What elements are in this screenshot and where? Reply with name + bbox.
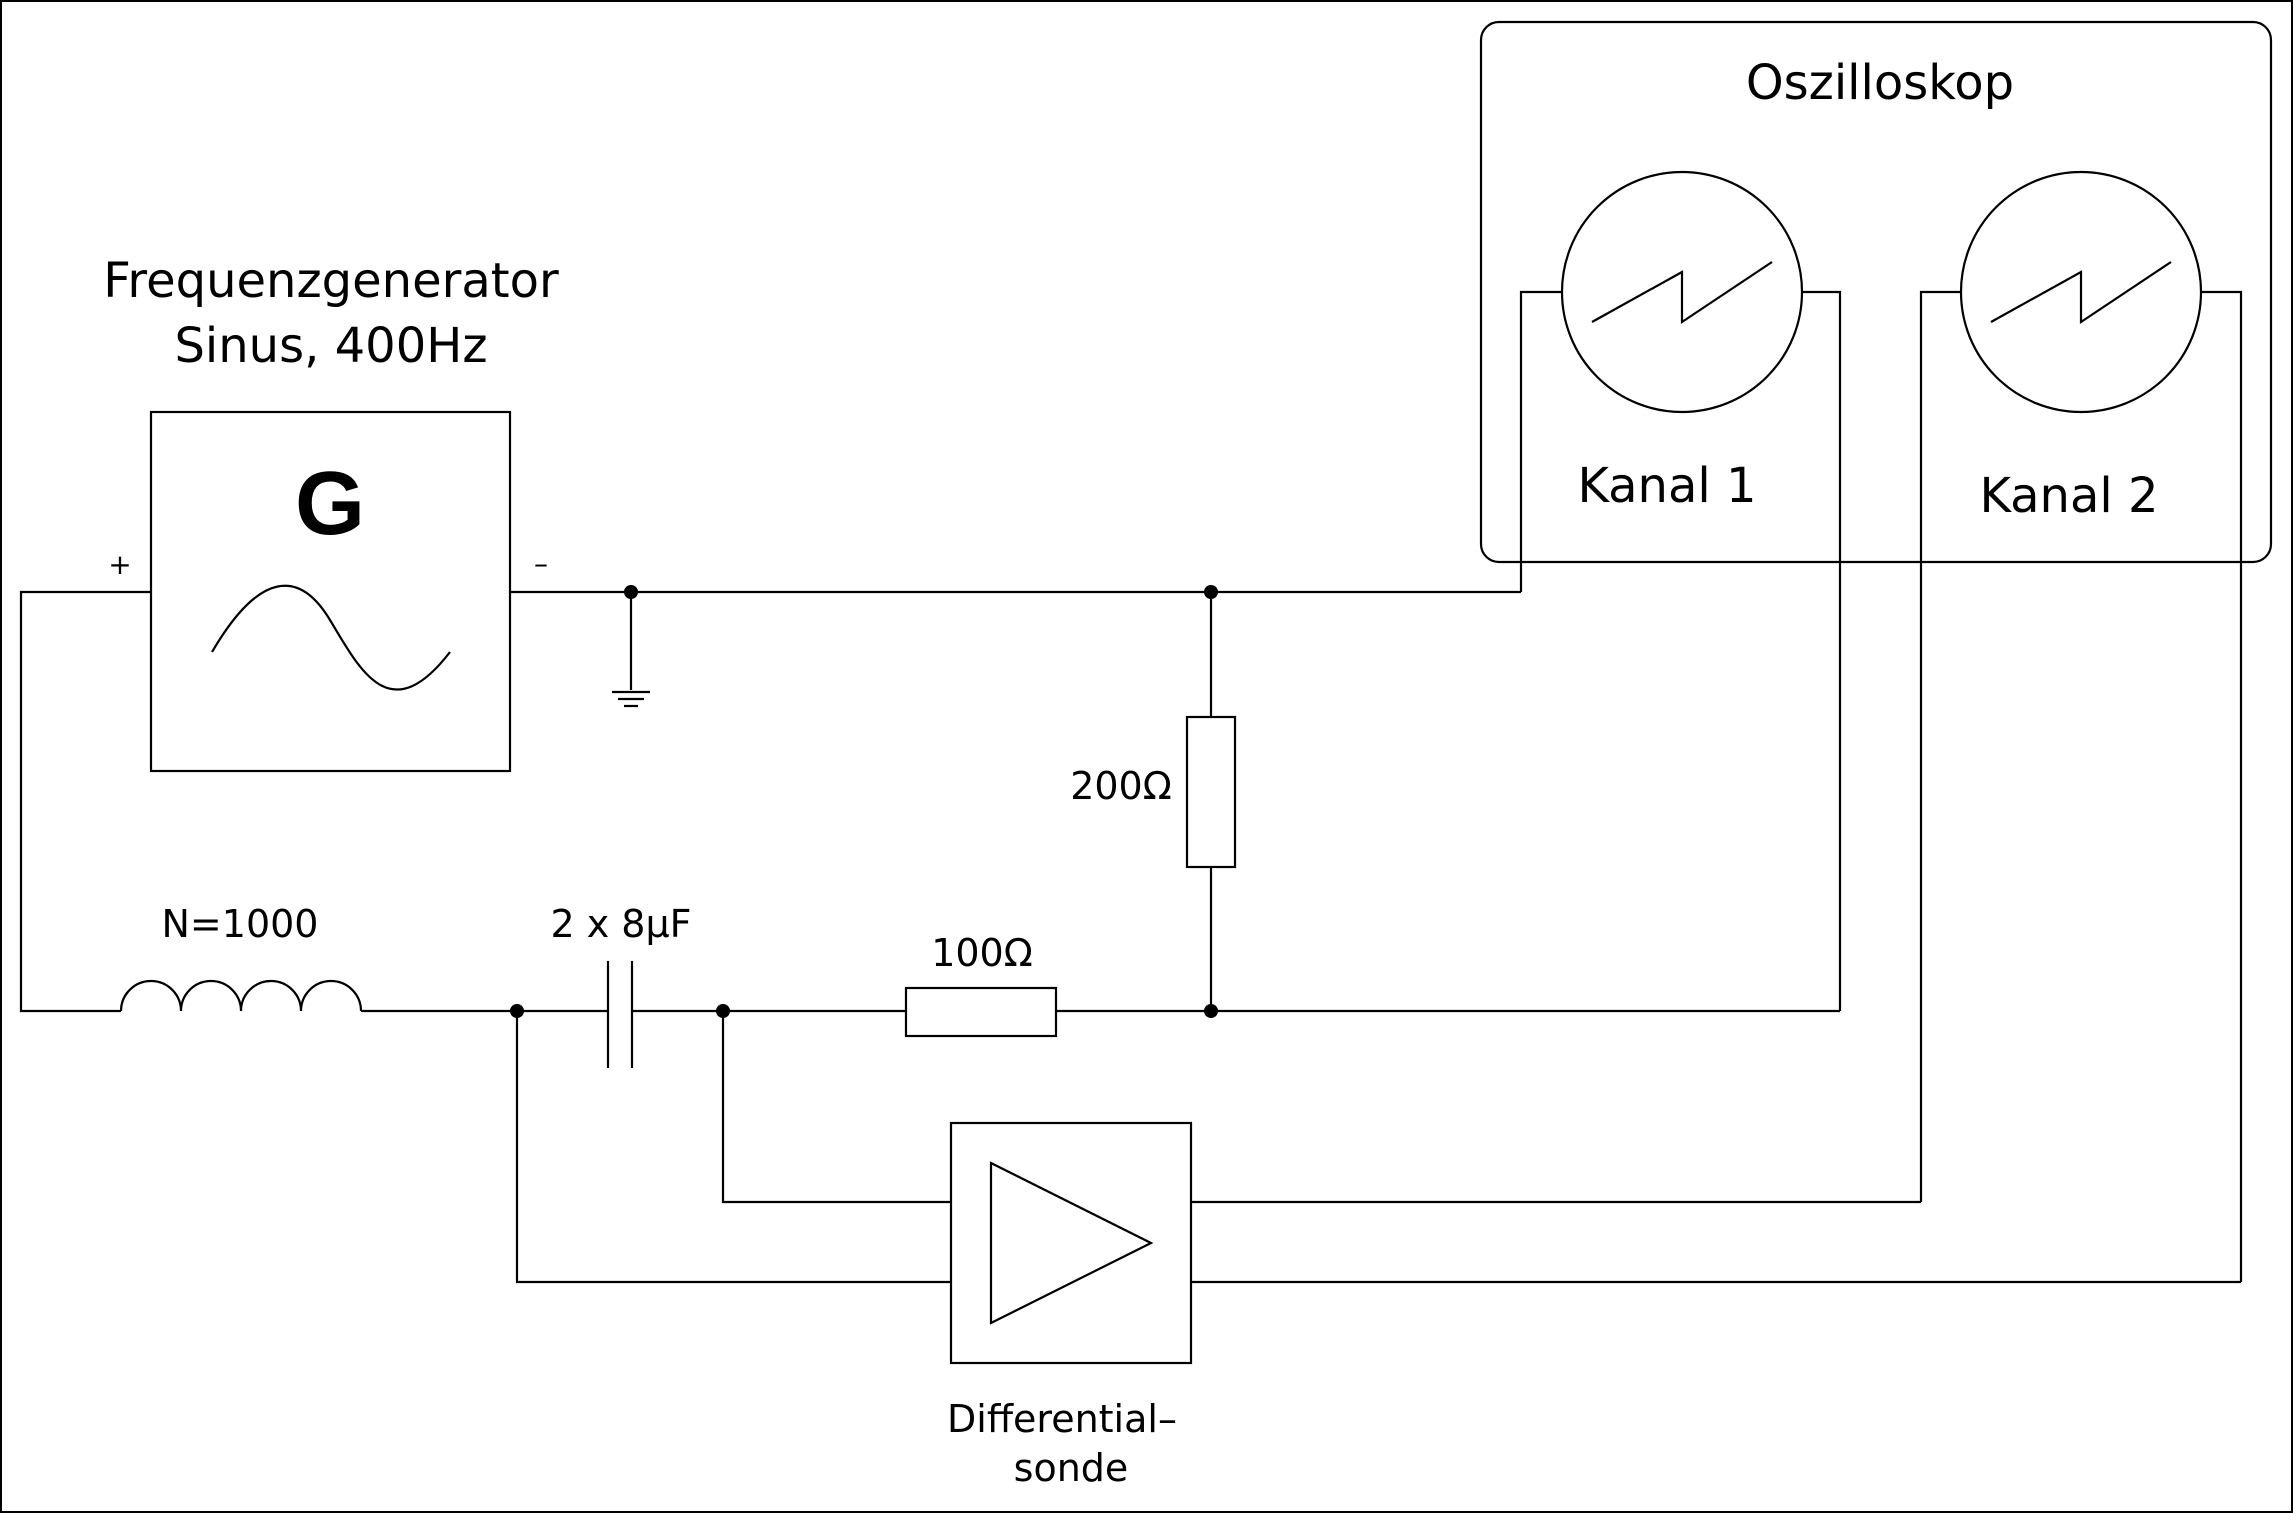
channel2-label: Kanal 2 bbox=[1979, 468, 2158, 524]
channel2-display bbox=[1959, 170, 2203, 414]
frequency-generator bbox=[149, 410, 512, 773]
generator-plus-label: + bbox=[108, 548, 131, 581]
resistor-200-label: 200Ω bbox=[1070, 764, 1172, 808]
amplifier-triangle-icon bbox=[989, 1161, 1154, 1325]
probe-label-line2: sonde bbox=[1014, 1446, 1129, 1490]
differential-probe bbox=[949, 1121, 1193, 1365]
probe-label-line1: Differential– bbox=[947, 1397, 1177, 1441]
generator-plus-wire bbox=[19, 590, 151, 1013]
generator-title-line2: Sinus, 400Hz bbox=[174, 318, 487, 374]
oscilloscope-housing bbox=[1479, 20, 2273, 564]
generator-minus-label: – bbox=[534, 547, 548, 580]
probe-input-positive-wire bbox=[721, 1011, 951, 1204]
generator-title-line1: Frequenzgenerator bbox=[103, 253, 559, 309]
channel1-label: Kanal 1 bbox=[1577, 458, 1756, 514]
probe-input-negative-wire bbox=[515, 1011, 951, 1284]
resistor-100-label: 100Ω bbox=[931, 931, 1033, 975]
junction-dots bbox=[510, 585, 1218, 1018]
generator-symbol: G bbox=[295, 454, 365, 554]
resistor-100 bbox=[904, 986, 1058, 1038]
resistor-200 bbox=[1185, 715, 1237, 869]
ground-icon bbox=[612, 592, 650, 708]
sine-wave-icon bbox=[211, 584, 451, 691]
channel-terminal-leads bbox=[1519, 290, 2243, 1282]
coil-label: N=1000 bbox=[162, 902, 319, 946]
capacitor-icon bbox=[606, 961, 634, 1068]
capacitor-label: 2 x 8µF bbox=[550, 902, 691, 946]
channel1-display bbox=[1560, 170, 1804, 414]
oscilloscope-title: Oszilloskop bbox=[1746, 55, 2014, 111]
coil-icon bbox=[119, 979, 363, 1012]
